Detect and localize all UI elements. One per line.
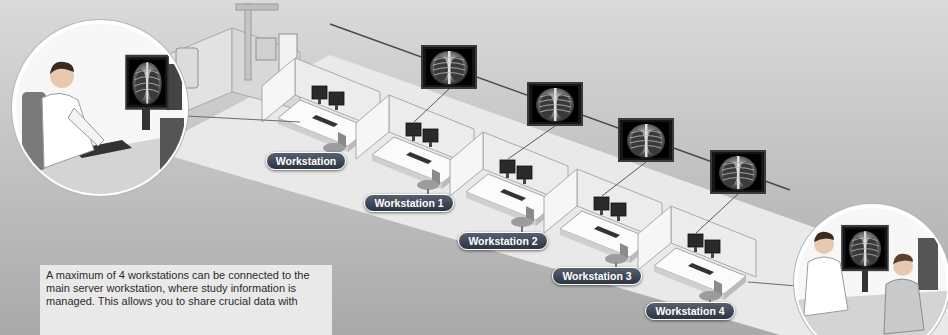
- xray-column: [245, 4, 251, 80]
- right-inset: [790, 203, 948, 335]
- monitor-stand: [862, 270, 868, 292]
- xray-arm: [236, 4, 278, 10]
- drop-line: [602, 162, 646, 196]
- workstation-name: Workstation 2: [468, 235, 537, 247]
- room-wall: [160, 28, 232, 122]
- workstation-label: Workstation 4: [645, 302, 734, 320]
- pc-tower: [918, 238, 938, 290]
- workstation-label: Workstation: [266, 152, 346, 170]
- monitor-stand: [142, 108, 150, 130]
- arm: [68, 108, 104, 146]
- drop-line: [696, 194, 738, 233]
- inset-leader: [748, 282, 797, 286]
- xray-monitor: [619, 119, 673, 161]
- workstation-label: Workstation 2: [458, 232, 547, 250]
- drop-line: [508, 126, 555, 159]
- workstation-label: Workstation 3: [552, 267, 641, 285]
- xray-tube: [256, 38, 276, 60]
- pc-tower: [160, 118, 184, 172]
- cubicle-row: [262, 58, 756, 306]
- cubicle: [638, 206, 756, 306]
- hair: [814, 232, 834, 242]
- inset-leader: [186, 116, 300, 122]
- hair: [893, 254, 913, 264]
- hair: [50, 62, 74, 74]
- xray-monitor: [422, 46, 476, 88]
- workstation-name: Workstation 4: [655, 305, 724, 317]
- workstation-name: Workstation 3: [562, 270, 631, 282]
- xray-monitor: [528, 83, 582, 125]
- description-text: A maximum of 4 workstations can be conne…: [46, 269, 326, 308]
- xray-monitor: [711, 151, 765, 193]
- drop-line: [414, 89, 449, 122]
- workstation-label: Workstation 1: [364, 194, 453, 212]
- inset-xray-monitor: [126, 56, 168, 109]
- inset-xray-monitor: [842, 226, 888, 270]
- white-coat: [804, 257, 848, 316]
- left-inset: [10, 19, 195, 200]
- description-panel: A maximum of 4 workstations can be conne…: [40, 265, 332, 335]
- workstation-name: Workstation 1: [374, 197, 443, 209]
- floating-monitors: [422, 46, 765, 193]
- workstation-name: Workstation: [276, 155, 336, 167]
- patient-body: [884, 279, 924, 334]
